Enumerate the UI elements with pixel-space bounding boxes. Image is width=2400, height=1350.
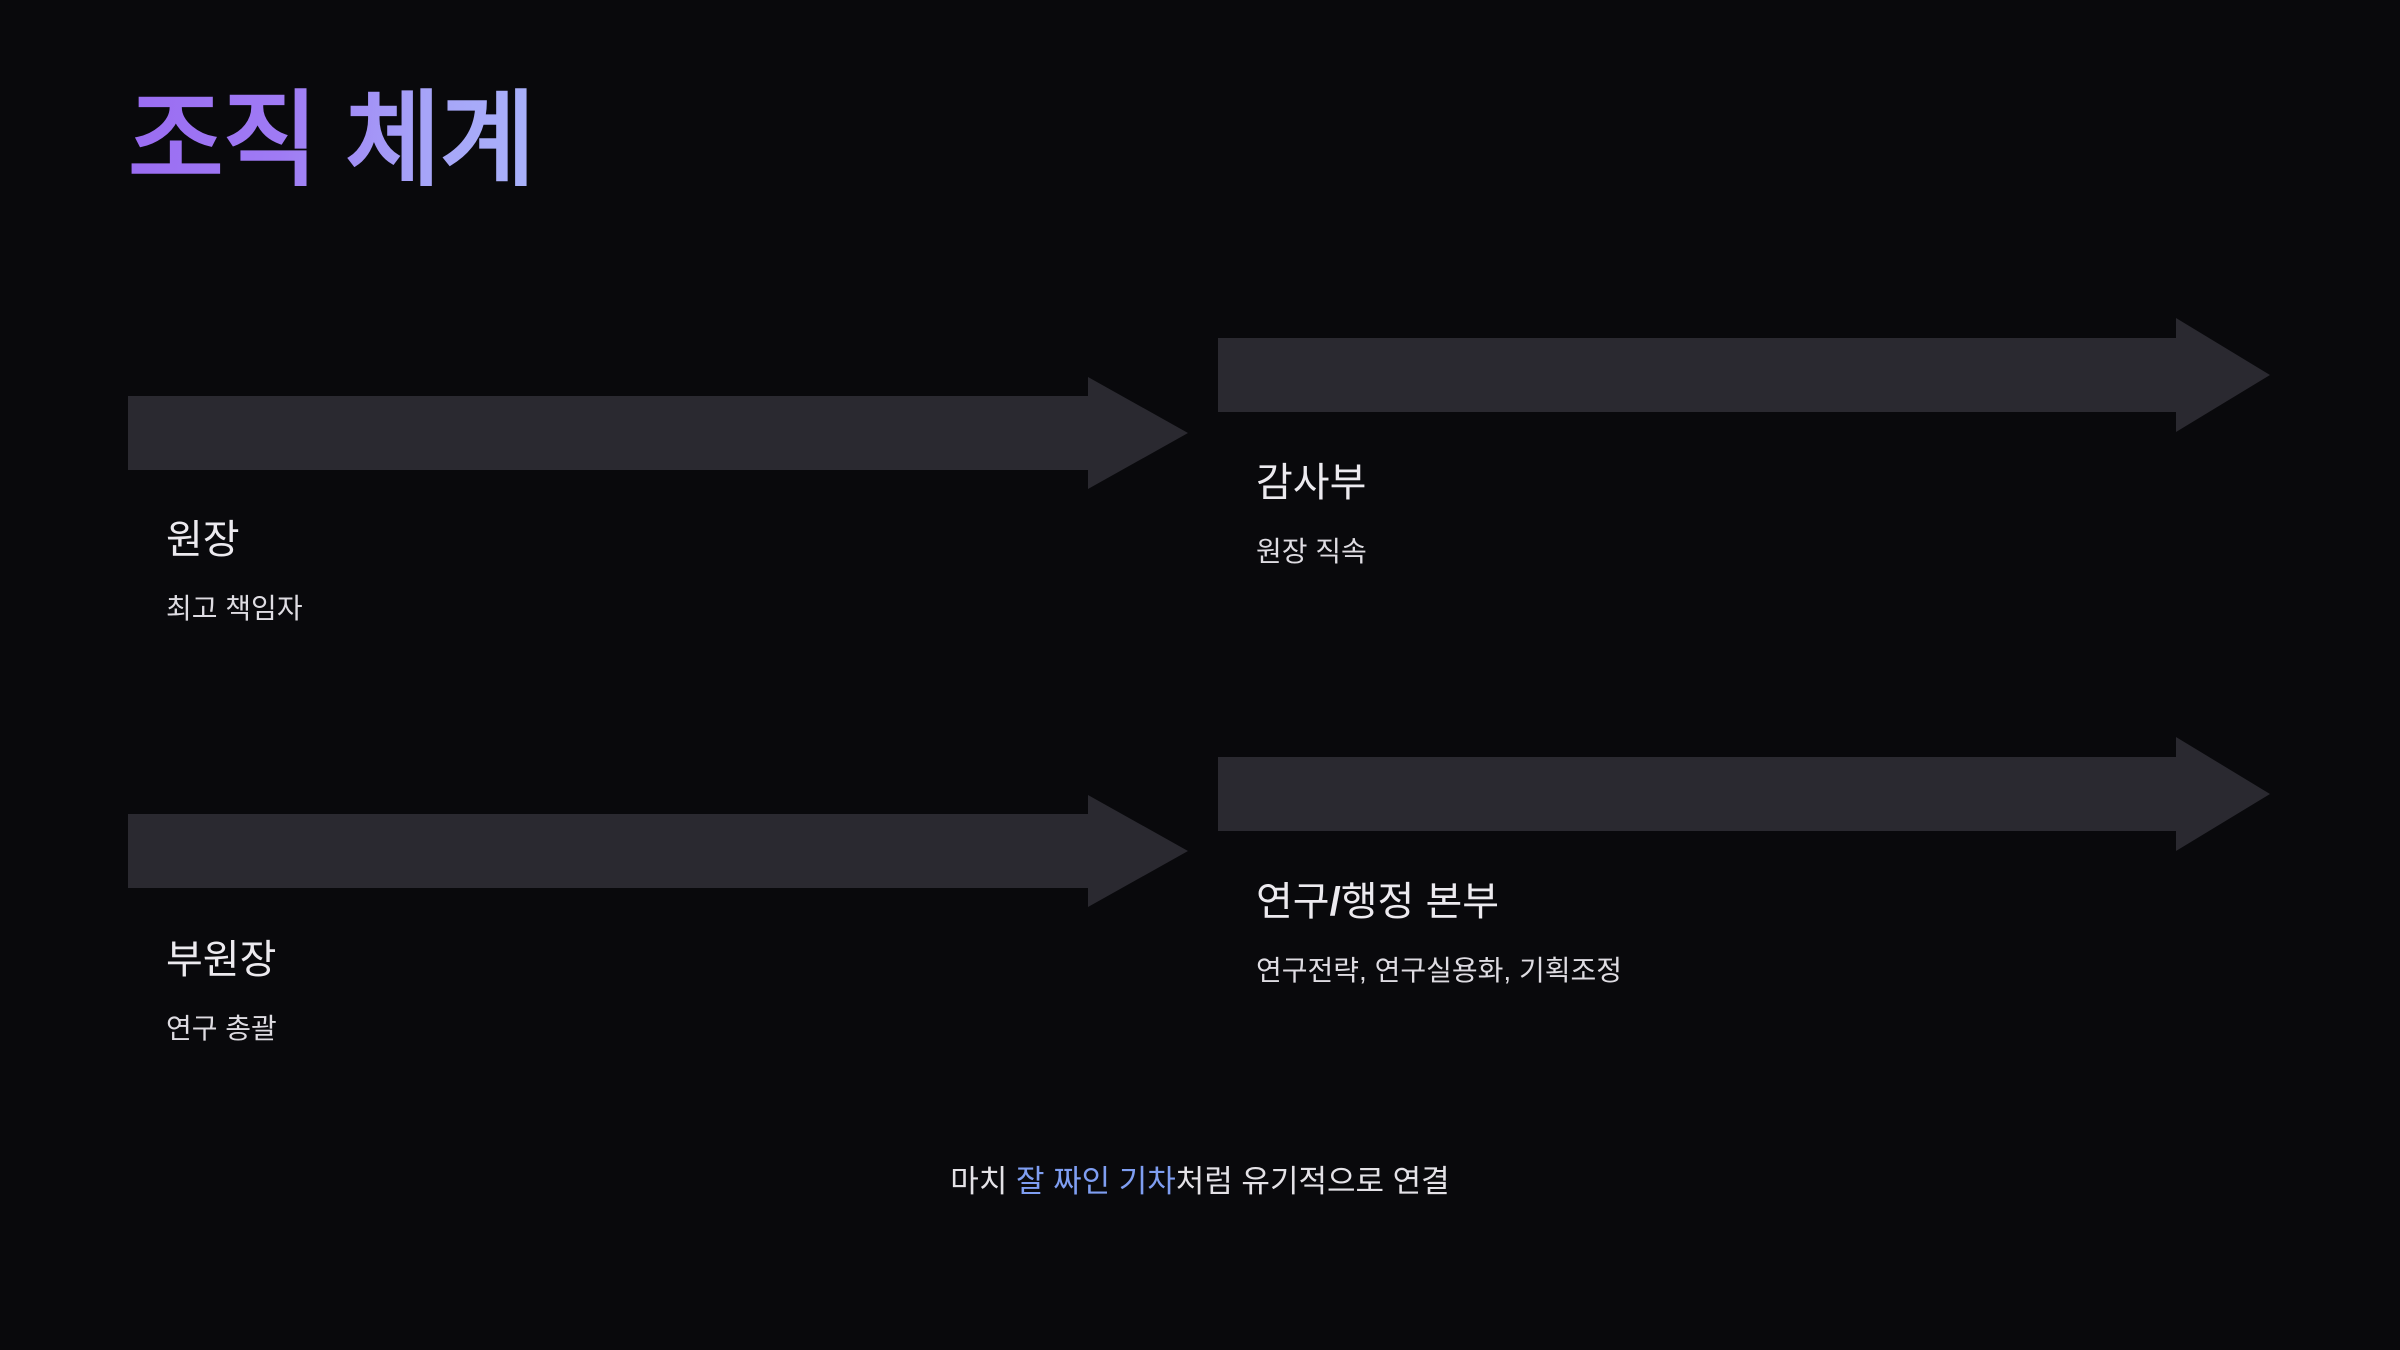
org-card-title-pre: 연구 bbox=[1256, 880, 1330, 924]
org-card-text: 연구/행정 본부 연구전략, 연구실용화, 기획조정 bbox=[1256, 877, 1622, 989]
org-card-text: 부원장 연구 총괄 bbox=[166, 935, 277, 1047]
org-card-subtitle: 연구전략, 연구실용화, 기획조정 bbox=[1256, 955, 1622, 986]
org-card-title: 부원장 bbox=[166, 938, 277, 982]
org-card-title: 연구/행정 본부 bbox=[1256, 877, 1622, 927]
org-card-subtitle: 최고 책임자 bbox=[166, 593, 303, 624]
footer-caption: 마치 잘 짜인 기차처럼 유기적으로 연결 bbox=[0, 1160, 2400, 1203]
arrow-right-icon bbox=[128, 795, 1188, 907]
org-card-subtitle: 원장 직속 bbox=[1256, 536, 1367, 567]
caption-tail: 처럼 유기적으로 연결 bbox=[1175, 1164, 1450, 1199]
arrow-right-icon bbox=[1218, 318, 2270, 432]
page-title: 조직 체계 bbox=[128, 82, 536, 202]
org-card-text: 원장 최고 책임자 bbox=[166, 515, 303, 627]
org-card-title: 감사부 bbox=[1256, 461, 1367, 505]
arrow-right-icon bbox=[128, 377, 1188, 489]
org-card-text: 감사부 원장 직속 bbox=[1256, 458, 1367, 570]
org-card-title-slash: / bbox=[1329, 880, 1341, 924]
org-card-title: 원장 bbox=[166, 518, 240, 562]
caption-highlight: 잘 짜인 기차 bbox=[1015, 1164, 1176, 1199]
org-card-subtitle: 연구 총괄 bbox=[166, 1013, 277, 1044]
org-card-title-post: 행정 본부 bbox=[1340, 880, 1500, 924]
caption-lead: 마치 bbox=[950, 1164, 1016, 1199]
arrow-right-icon bbox=[1218, 737, 2270, 851]
